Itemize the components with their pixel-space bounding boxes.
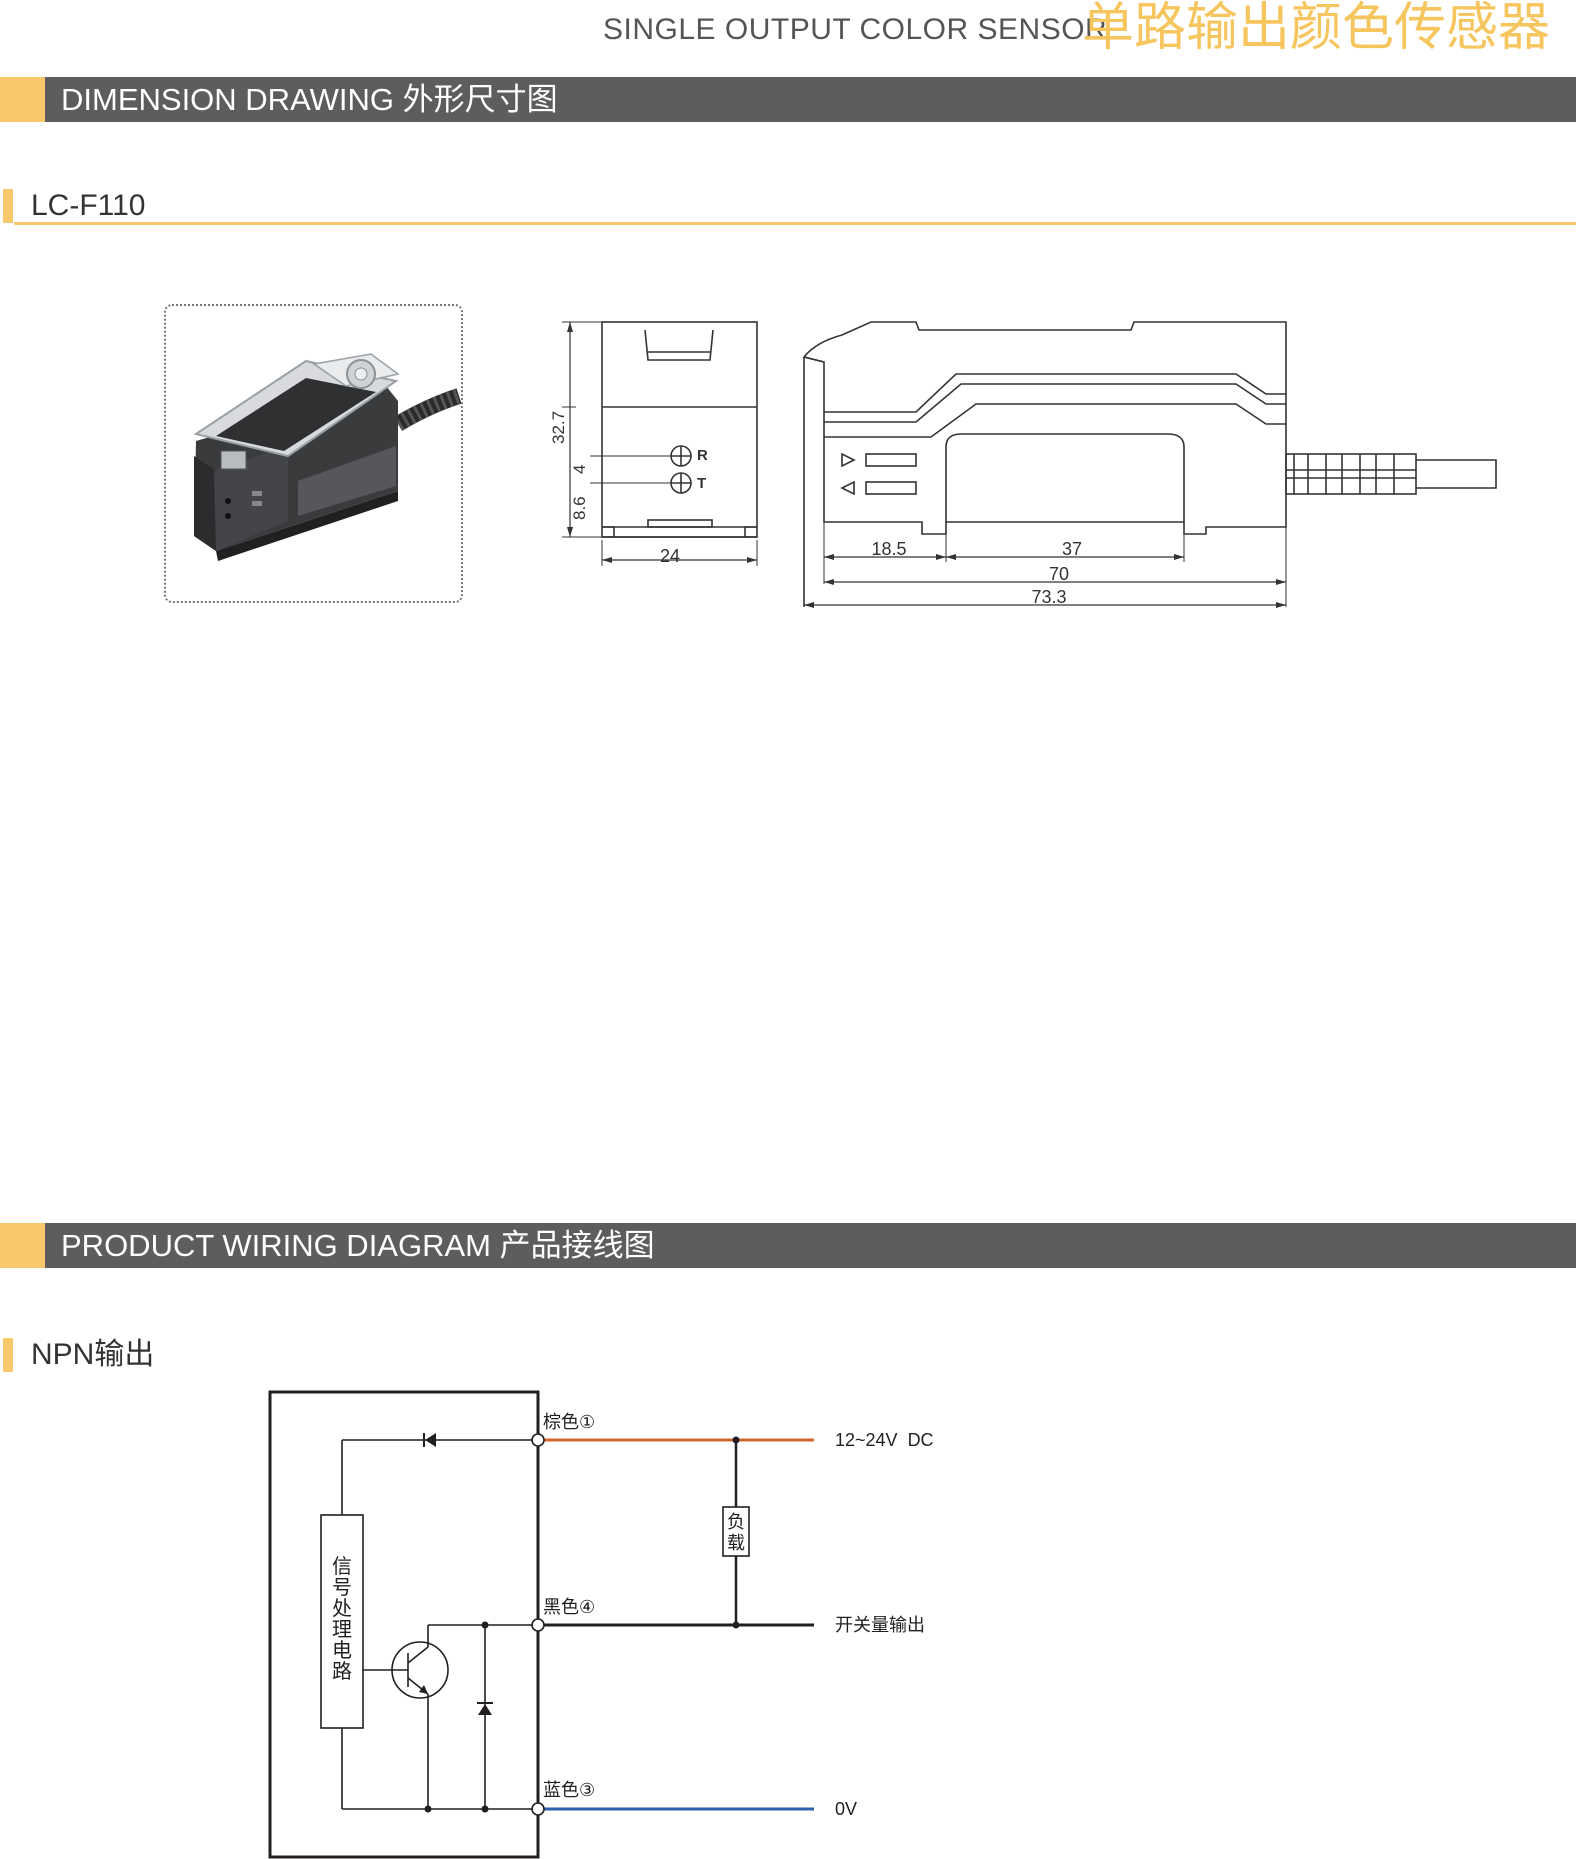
dim-spacing: 4 [570,465,589,474]
wire-label-blue: 蓝色③ [543,1780,595,1800]
wire-label-brown: 棕色① [543,1412,595,1432]
heading-mark [3,189,13,223]
circuit-char: 号 [332,1577,352,1599]
section-accent [0,1223,45,1268]
circuit-char: 处 [332,1597,352,1620]
output-type-label: NPN输出 [31,1338,155,1371]
indicator-t-label: T [697,475,706,492]
dim-middle: 37 [1062,539,1082,559]
signal-ground: 0V [835,1799,857,1819]
dim-height: 32.7 [549,411,568,444]
section-bar-wiring: PRODUCT WIRING DIAGRAM 产品接线图 [0,1223,1576,1268]
dim-bottom: 8.6 [570,496,589,520]
circuit-char: 路 [332,1660,352,1683]
header-title-cn-text: 单路输出颜色传感器 [1082,0,1551,57]
section-title-wiring: PRODUCT WIRING DIAGRAM 产品接线图 [61,1228,655,1263]
product-photo-frame [164,304,463,603]
dim-body: 70 [1049,564,1069,584]
section-accent [0,77,45,122]
load-box [722,1506,750,1557]
load-char: 载 [727,1533,745,1553]
load-char: 负 [727,1512,745,1532]
product-image [193,353,462,561]
dim-total: 73.3 [1031,587,1066,607]
section-bar-dimension: DIMENSION DRAWING 外形尺寸图 [0,77,1576,122]
chevron-icon: 《 [1564,0,1576,57]
header-title-cn: 单路输出颜色传感器《 [1082,0,1576,56]
model-underline [14,222,1576,225]
front-view-drawing: 32.7 4 8.6 R T 24 [549,321,758,566]
wire-label-black: 黑色④ [543,1597,595,1617]
circuit-char: 电 [332,1639,352,1662]
signal-power: 12~24V DC [835,1430,934,1450]
circuit-char: 信 [332,1555,352,1578]
header-title-en: SINGLE OUTPUT COLOR SENSOR [603,13,1108,46]
section-title-dimension: DIMENSION DRAWING 外形尺寸图 [61,82,558,117]
indicator-r-label: R [697,447,708,464]
wiring-diagram: 信 号 处 理 电 路 负 载 棕色① 黑色④ 蓝色③ 12~24V DC 开关… [268,1390,934,1859]
side-view-drawing: 18.5 37 70 73.3 [802,321,1497,608]
dim-left: 18.5 [871,539,906,559]
heading-mark [3,1338,13,1372]
circuit-char: 理 [332,1619,352,1641]
signal-output: 开关量输出 [835,1615,925,1635]
dim-width: 24 [660,546,680,566]
model-label: LC-F110 [31,189,146,222]
